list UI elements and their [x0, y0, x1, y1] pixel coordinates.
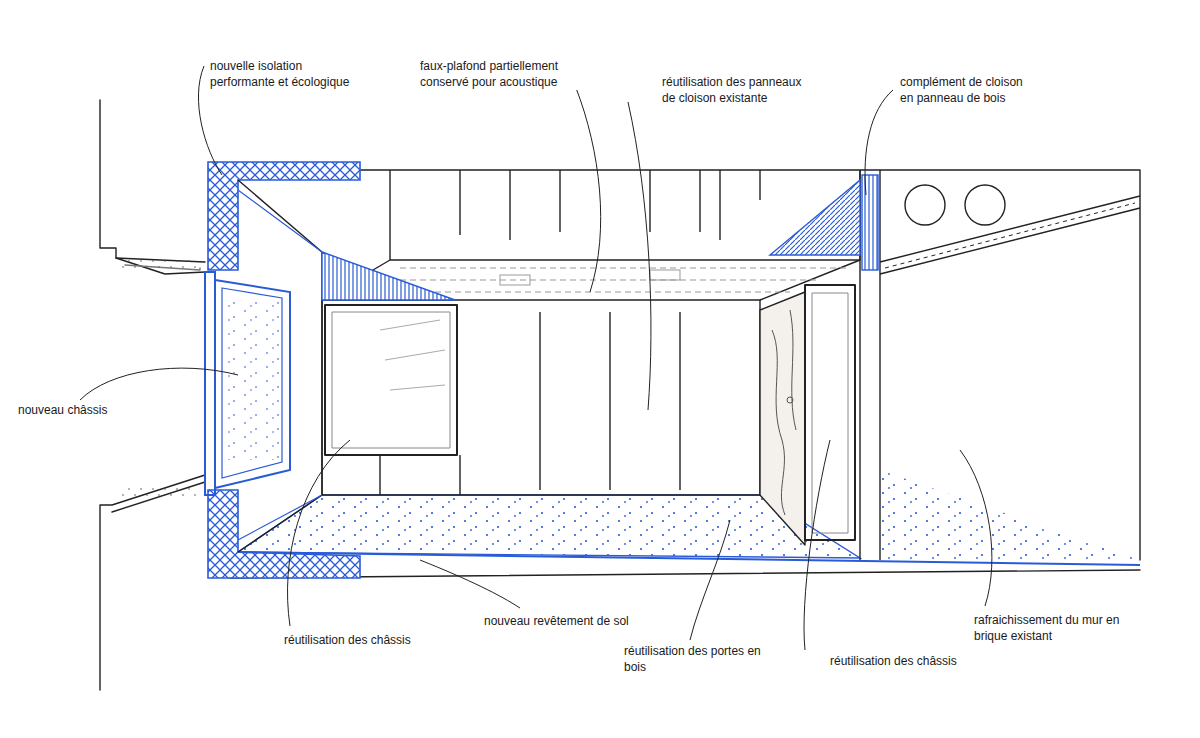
callout-label: faux-plafond partiellement conservé pour…	[418, 58, 578, 90]
callout-label: nouvelle isolation performante et écolog…	[208, 58, 364, 90]
callout-label: nouveau châssis	[16, 402, 109, 418]
callout-label: réutilisation des châssis	[828, 653, 959, 669]
callout-label: nouveau revêtement de sol	[482, 613, 631, 629]
callout-label: réutilisation des portes en bois	[622, 643, 766, 675]
callout-label: réutilisation des panneaux de cloison ex…	[660, 74, 820, 106]
callout-label: réutilisation des châssis	[282, 632, 413, 648]
callout-label: complément de cloison en panneau de bois	[898, 74, 1036, 106]
callout-label: rafraichissement du mur en brique exista…	[972, 612, 1122, 644]
